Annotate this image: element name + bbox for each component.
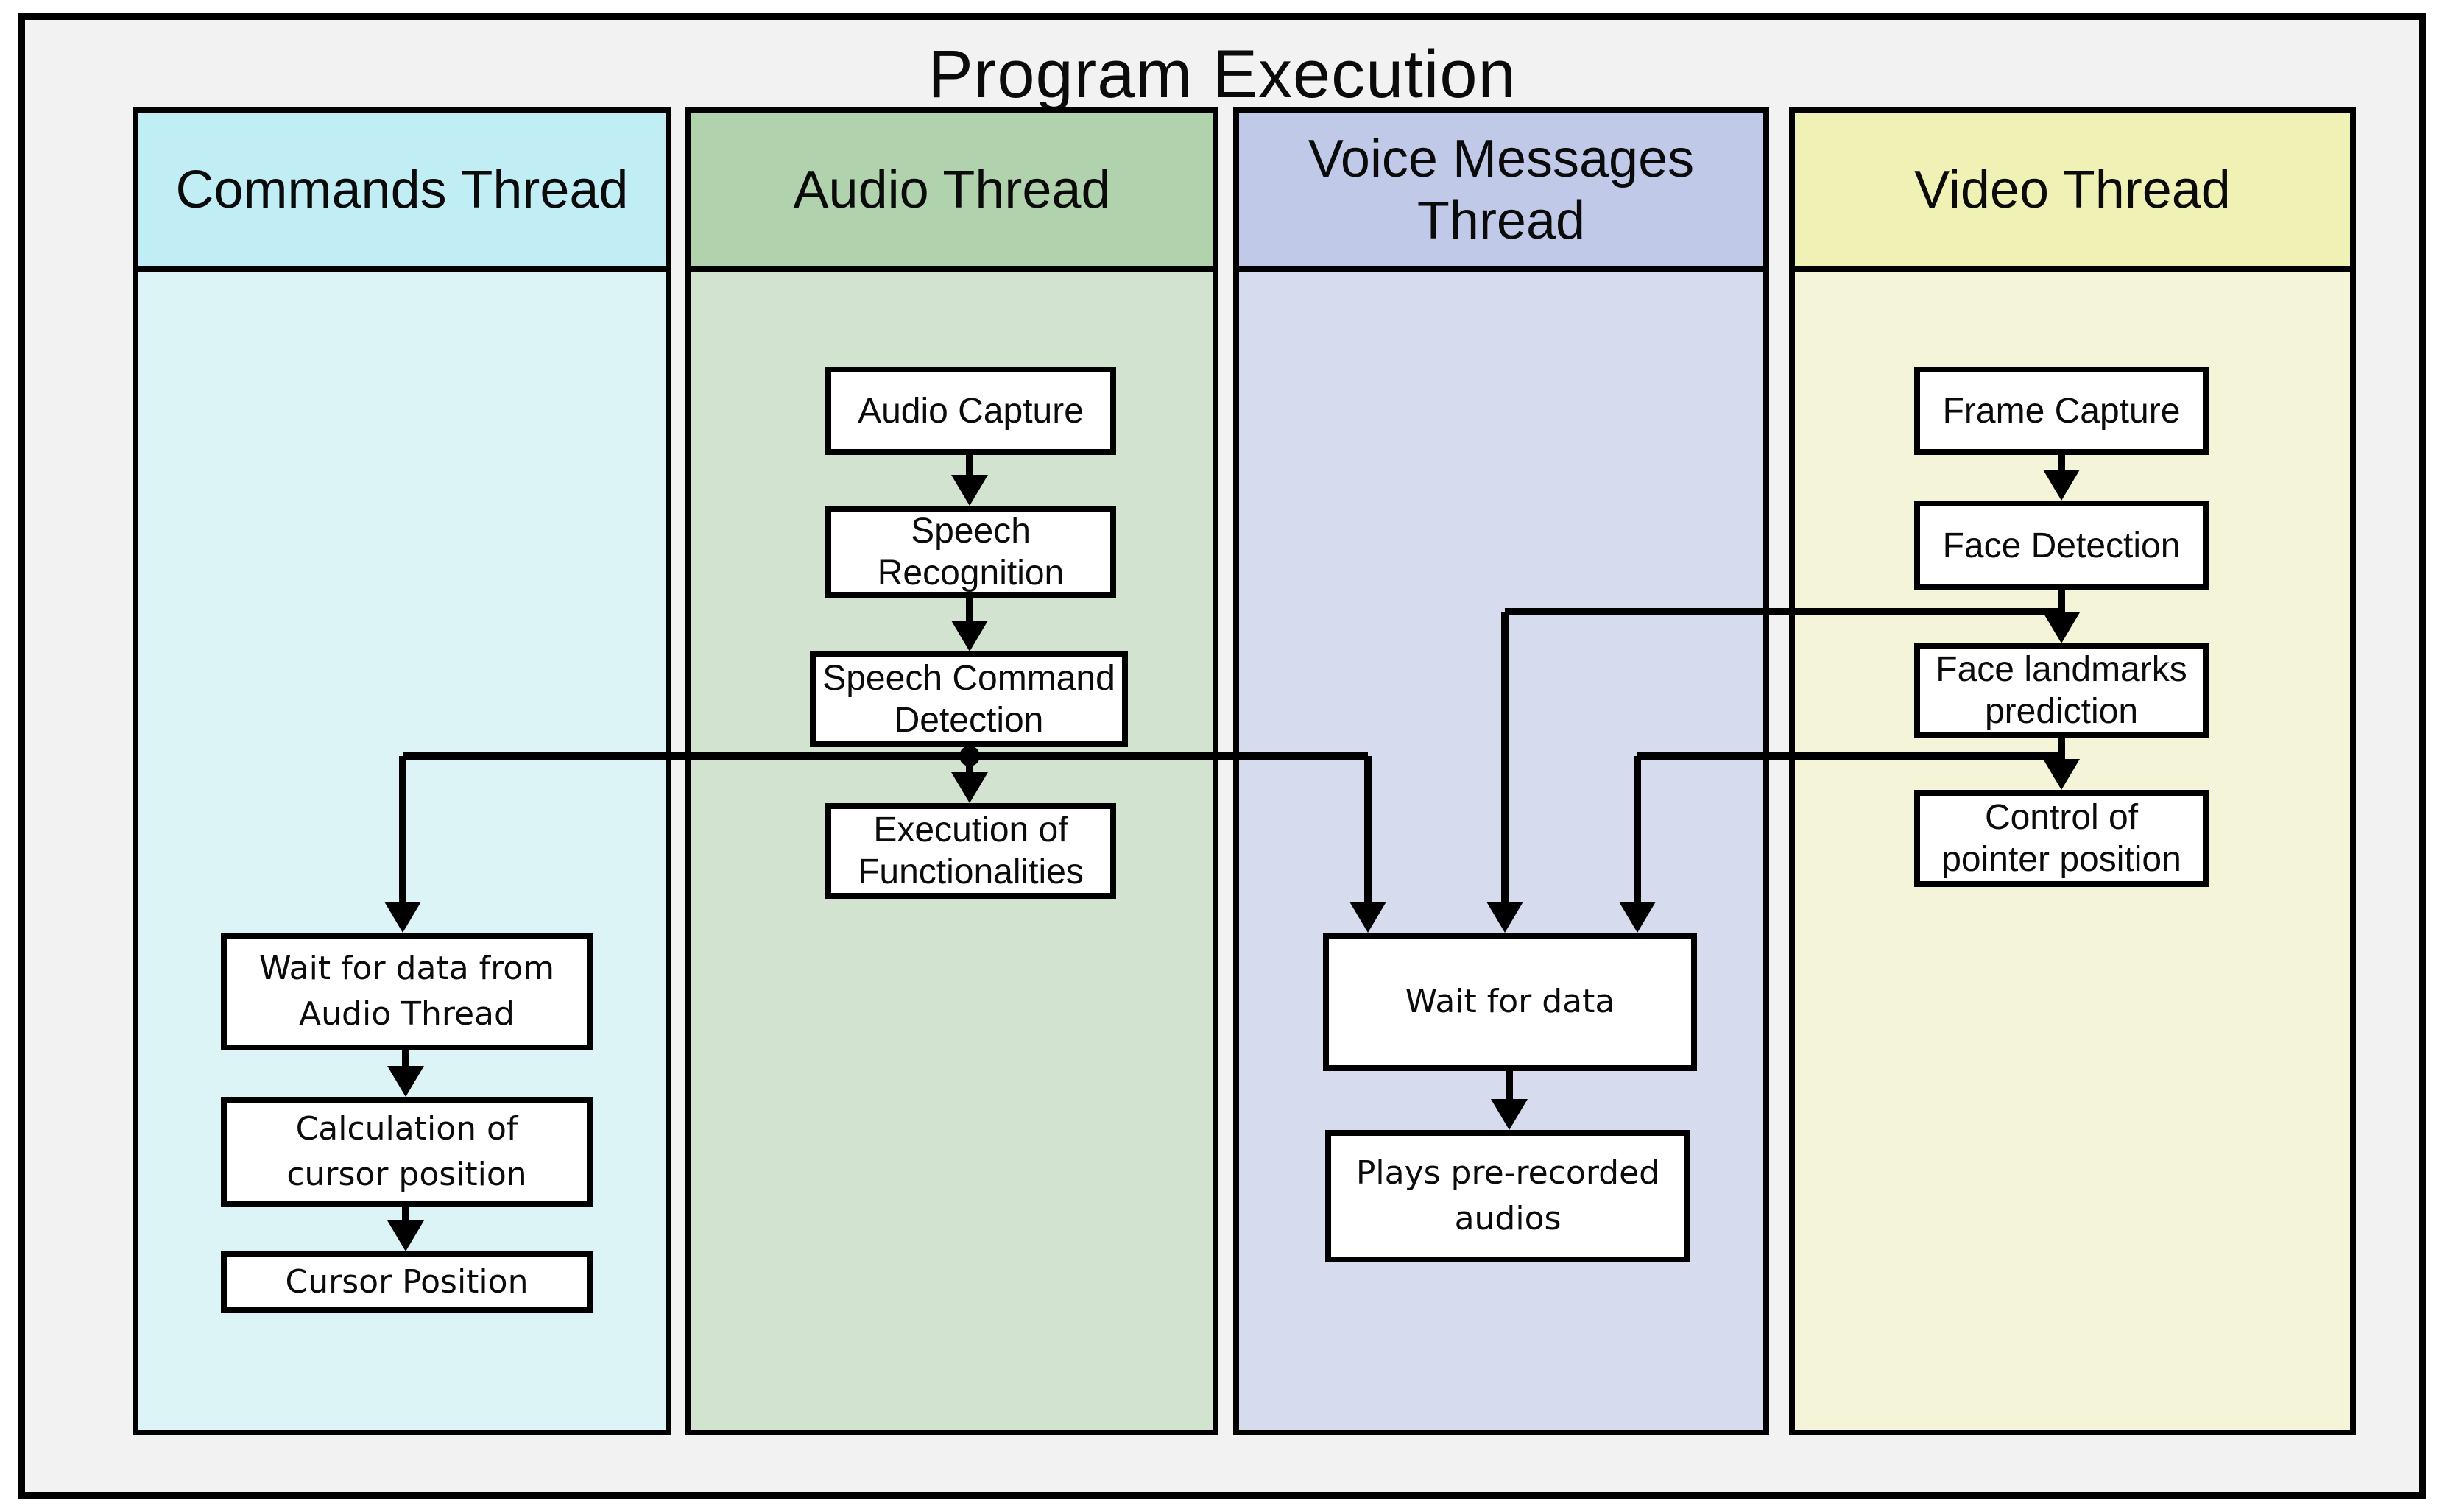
node-face-detection: Face Detection [1914,501,2209,590]
thread-header-video: Video Thread [1795,113,2350,272]
node-plays-pre-recorded-audios: Plays pre-recorded audios [1325,1130,1690,1262]
node-speech-recognition: Speech Recognition [825,506,1116,598]
node-frame-capture: Frame Capture [1914,367,2209,455]
node-wait-for-data-from-audio-thread: Wait for data from Audio Thread [221,933,593,1050]
thread-header-audio: Audio Thread [691,113,1213,272]
thread-header-voice-messages: Voice Messages Thread [1239,113,1763,272]
thread-header-commands: Commands Thread [138,113,666,272]
diagram-title: Program Execution [928,37,1517,112]
node-execution-of-functionalities: Execution of Functionalities [825,803,1116,899]
thread-column-commands: Commands Thread [133,107,671,1435]
node-wait-for-data: Wait for data [1323,933,1697,1071]
node-calculation-of-cursor-position: Calculation of cursor position [221,1097,593,1207]
node-cursor-position: Cursor Position [221,1251,593,1313]
node-face-landmarks-prediction: Face landmarks prediction [1914,643,2209,738]
thread-column-audio: Audio Thread [685,107,1218,1435]
node-audio-capture: Audio Capture [825,367,1116,455]
node-speech-command-detection: Speech Command Detection [810,651,1128,747]
thread-column-video: Video Thread [1789,107,2356,1435]
node-control-of-pointer-position: Control of pointer position [1914,790,2209,887]
